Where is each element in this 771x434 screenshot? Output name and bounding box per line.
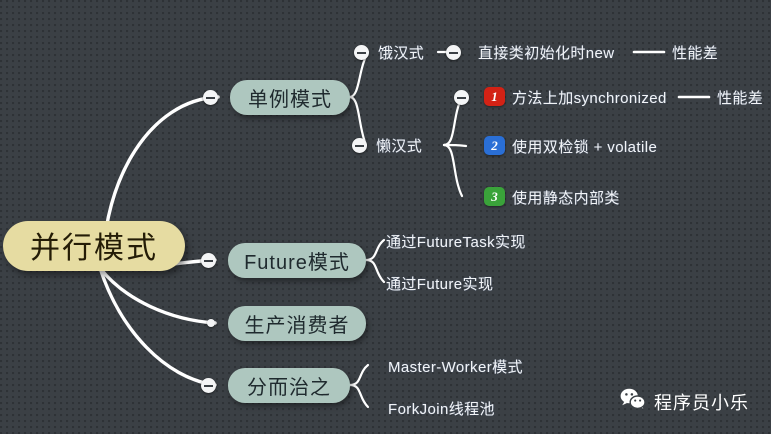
leaf-node-divide-1[interactable]: Master-Worker模式 bbox=[388, 355, 523, 377]
collapse-handle-singleton[interactable] bbox=[203, 90, 218, 105]
branch-node-future[interactable]: Future模式 bbox=[228, 243, 366, 278]
leaf-node-lazy-3-label: 使用静态内部类 bbox=[512, 189, 620, 207]
watermark: 程序员小乐 bbox=[620, 388, 749, 415]
badge-2-label: 2 bbox=[491, 137, 498, 153]
leaf-node-divide-1-label: Master-Worker模式 bbox=[388, 358, 523, 376]
leaf-node-future-1[interactable]: 通过FutureTask实现 bbox=[386, 230, 526, 252]
collapse-handle-lazy[interactable] bbox=[352, 138, 367, 153]
note-lazy-1-performance-label: 性能差 bbox=[717, 89, 764, 107]
leaf-node-divide-2[interactable]: ForkJoin线程池 bbox=[388, 397, 495, 419]
leaf-node-divide-2-label: ForkJoin线程池 bbox=[388, 400, 495, 418]
leaf-node-eager-label: 饿汉式 bbox=[378, 44, 425, 62]
collapse-handle-lazy-1[interactable] bbox=[454, 90, 469, 105]
badge-1: 1 bbox=[484, 87, 505, 106]
branch-node-divide[interactable]: 分而治之 bbox=[228, 368, 350, 403]
leaf-node-eager-detail-label: 直接类初始化时new bbox=[478, 44, 615, 62]
collapse-handle-eager-detail[interactable] bbox=[446, 45, 461, 60]
leaf-node-eager-detail[interactable]: 直接类初始化时new bbox=[478, 41, 615, 63]
badge-3-label: 3 bbox=[491, 188, 498, 204]
leaf-node-lazy-2[interactable]: 使用双检锁 + volatile bbox=[512, 135, 657, 157]
branch-node-producer-consumer-label: 生产消费者 bbox=[244, 315, 350, 337]
branch-node-singleton-label: 单例模式 bbox=[248, 89, 332, 111]
note-eager-performance-label: 性能差 bbox=[672, 44, 719, 62]
branch-node-future-label: Future模式 bbox=[244, 252, 350, 274]
leaf-node-lazy-2-label: 使用双检锁 + volatile bbox=[512, 138, 658, 156]
badge-1-label: 1 bbox=[491, 88, 498, 104]
watermark-label: 程序员小乐 bbox=[654, 392, 749, 413]
collapse-handle-divide[interactable] bbox=[201, 378, 216, 393]
collapse-handle-eager[interactable] bbox=[354, 45, 369, 60]
badge-3: 3 bbox=[484, 187, 505, 206]
leaf-node-lazy-3[interactable]: 使用静态内部类 bbox=[512, 186, 620, 208]
note-lazy-1-performance[interactable]: 性能差 bbox=[717, 86, 763, 108]
leaf-node-lazy-label: 懒汉式 bbox=[376, 137, 423, 155]
leaf-node-future-2-label: 通过Future实现 bbox=[386, 275, 494, 293]
leaf-node-lazy-1-label: 方法上加synchronized bbox=[512, 89, 667, 107]
leaf-node-future-2[interactable]: 通过Future实现 bbox=[386, 272, 493, 294]
root-node-label: 并行模式 bbox=[30, 232, 158, 265]
leaf-node-lazy[interactable]: 懒汉式 bbox=[376, 134, 422, 156]
collapse-handle-future[interactable] bbox=[201, 253, 216, 268]
branch-node-producer-consumer[interactable]: 生产消费者 bbox=[228, 306, 366, 341]
branch-node-divide-label: 分而治之 bbox=[247, 377, 331, 399]
badge-2: 2 bbox=[484, 136, 505, 155]
leaf-node-lazy-1[interactable]: 方法上加synchronized bbox=[512, 86, 667, 108]
wechat-icon bbox=[620, 388, 646, 415]
root-node[interactable]: 并行模式 bbox=[3, 221, 185, 271]
branch-node-singleton[interactable]: 单例模式 bbox=[230, 80, 350, 115]
leaf-node-eager[interactable]: 饿汉式 bbox=[378, 41, 424, 63]
leaf-node-future-1-label: 通过FutureTask实现 bbox=[386, 233, 526, 251]
leaf-dot-producer-consumer[interactable] bbox=[207, 319, 215, 327]
note-eager-performance[interactable]: 性能差 bbox=[672, 41, 718, 63]
